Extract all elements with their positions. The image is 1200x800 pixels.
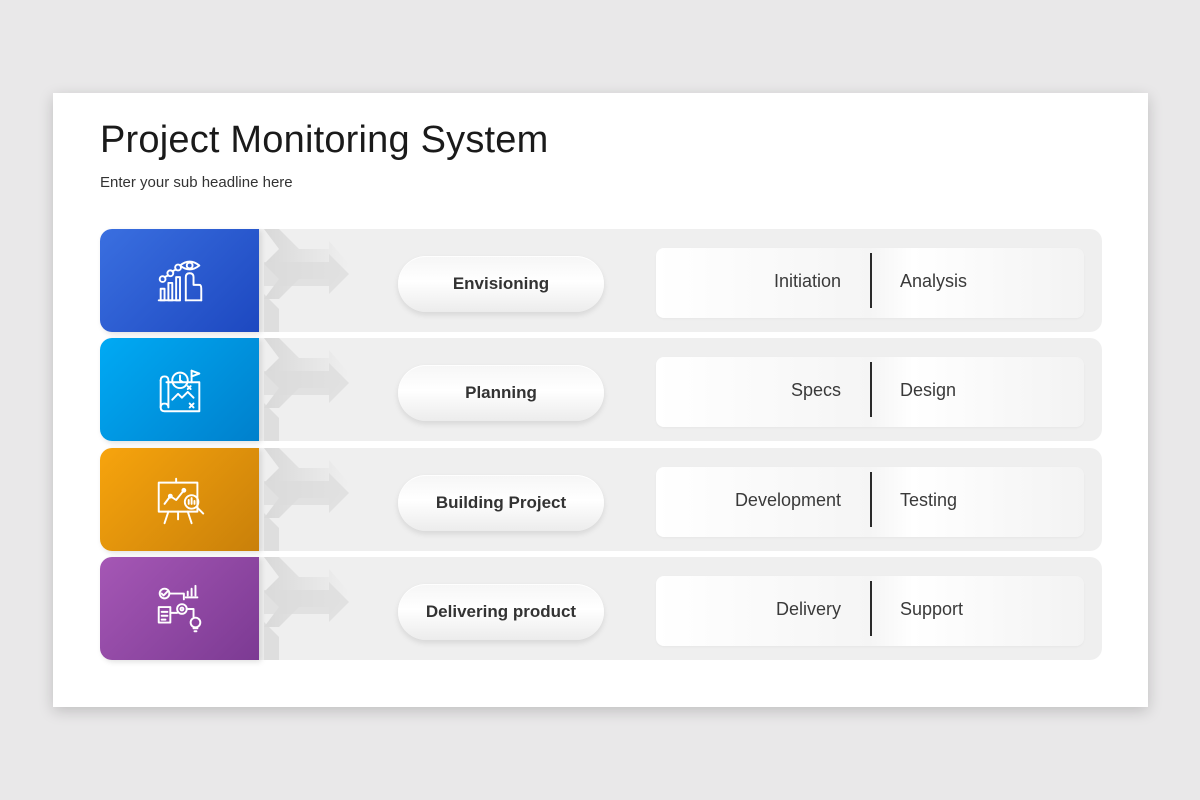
steps-box: Delivery Support <box>656 576 1084 646</box>
divider <box>870 472 872 527</box>
stage-pill: Envisioning <box>398 256 604 312</box>
icon-block <box>100 338 259 441</box>
icon-block <box>100 448 259 551</box>
divider <box>870 581 872 636</box>
step-left-label: Delivery <box>775 599 841 619</box>
arrow-connector <box>264 338 349 441</box>
steps-box: Specs Design <box>656 357 1084 427</box>
vision-growth-icon <box>157 260 202 301</box>
arrow-connector <box>264 229 349 332</box>
step-right-label: Testing <box>900 490 958 510</box>
step-left-label: Development <box>734 490 841 510</box>
arrow-connector <box>264 448 349 551</box>
step-left-label: Initiation <box>773 271 841 291</box>
step-right-label: Support <box>900 599 964 619</box>
stage-pill: Delivering product <box>398 584 604 640</box>
steps-box: Development Testing <box>656 467 1084 537</box>
divider <box>870 253 872 308</box>
step-right-label: Design <box>900 380 957 400</box>
planning-map-icon <box>159 369 200 412</box>
stage-row-delivering: Delivering product Delivery Support <box>100 557 1102 660</box>
icon-block <box>100 557 259 660</box>
step-right-label: Analysis <box>900 271 968 291</box>
stage-pill: Planning <box>398 365 604 421</box>
steps-box: Initiation Analysis <box>656 248 1084 318</box>
stage-row-building: Building Project Development Testing <box>100 448 1102 551</box>
icon-block <box>100 229 259 332</box>
stage-row-envisioning: Envisioning Initiation Analysis <box>100 229 1102 332</box>
presentation-analysis-icon <box>157 477 204 524</box>
stage-pill: Building Project <box>398 475 604 531</box>
arrow-connector <box>264 557 349 660</box>
stage-row-planning: Planning Specs Design <box>100 338 1102 441</box>
slide: Project Monitoring System Enter your sub… <box>53 93 1148 707</box>
page-subtitle: Enter your sub headline here <box>100 174 293 191</box>
process-workflow-icon <box>157 584 201 632</box>
step-left-label: Specs <box>790 380 841 400</box>
page-title: Project Monitoring System <box>100 119 549 161</box>
divider <box>870 362 872 417</box>
